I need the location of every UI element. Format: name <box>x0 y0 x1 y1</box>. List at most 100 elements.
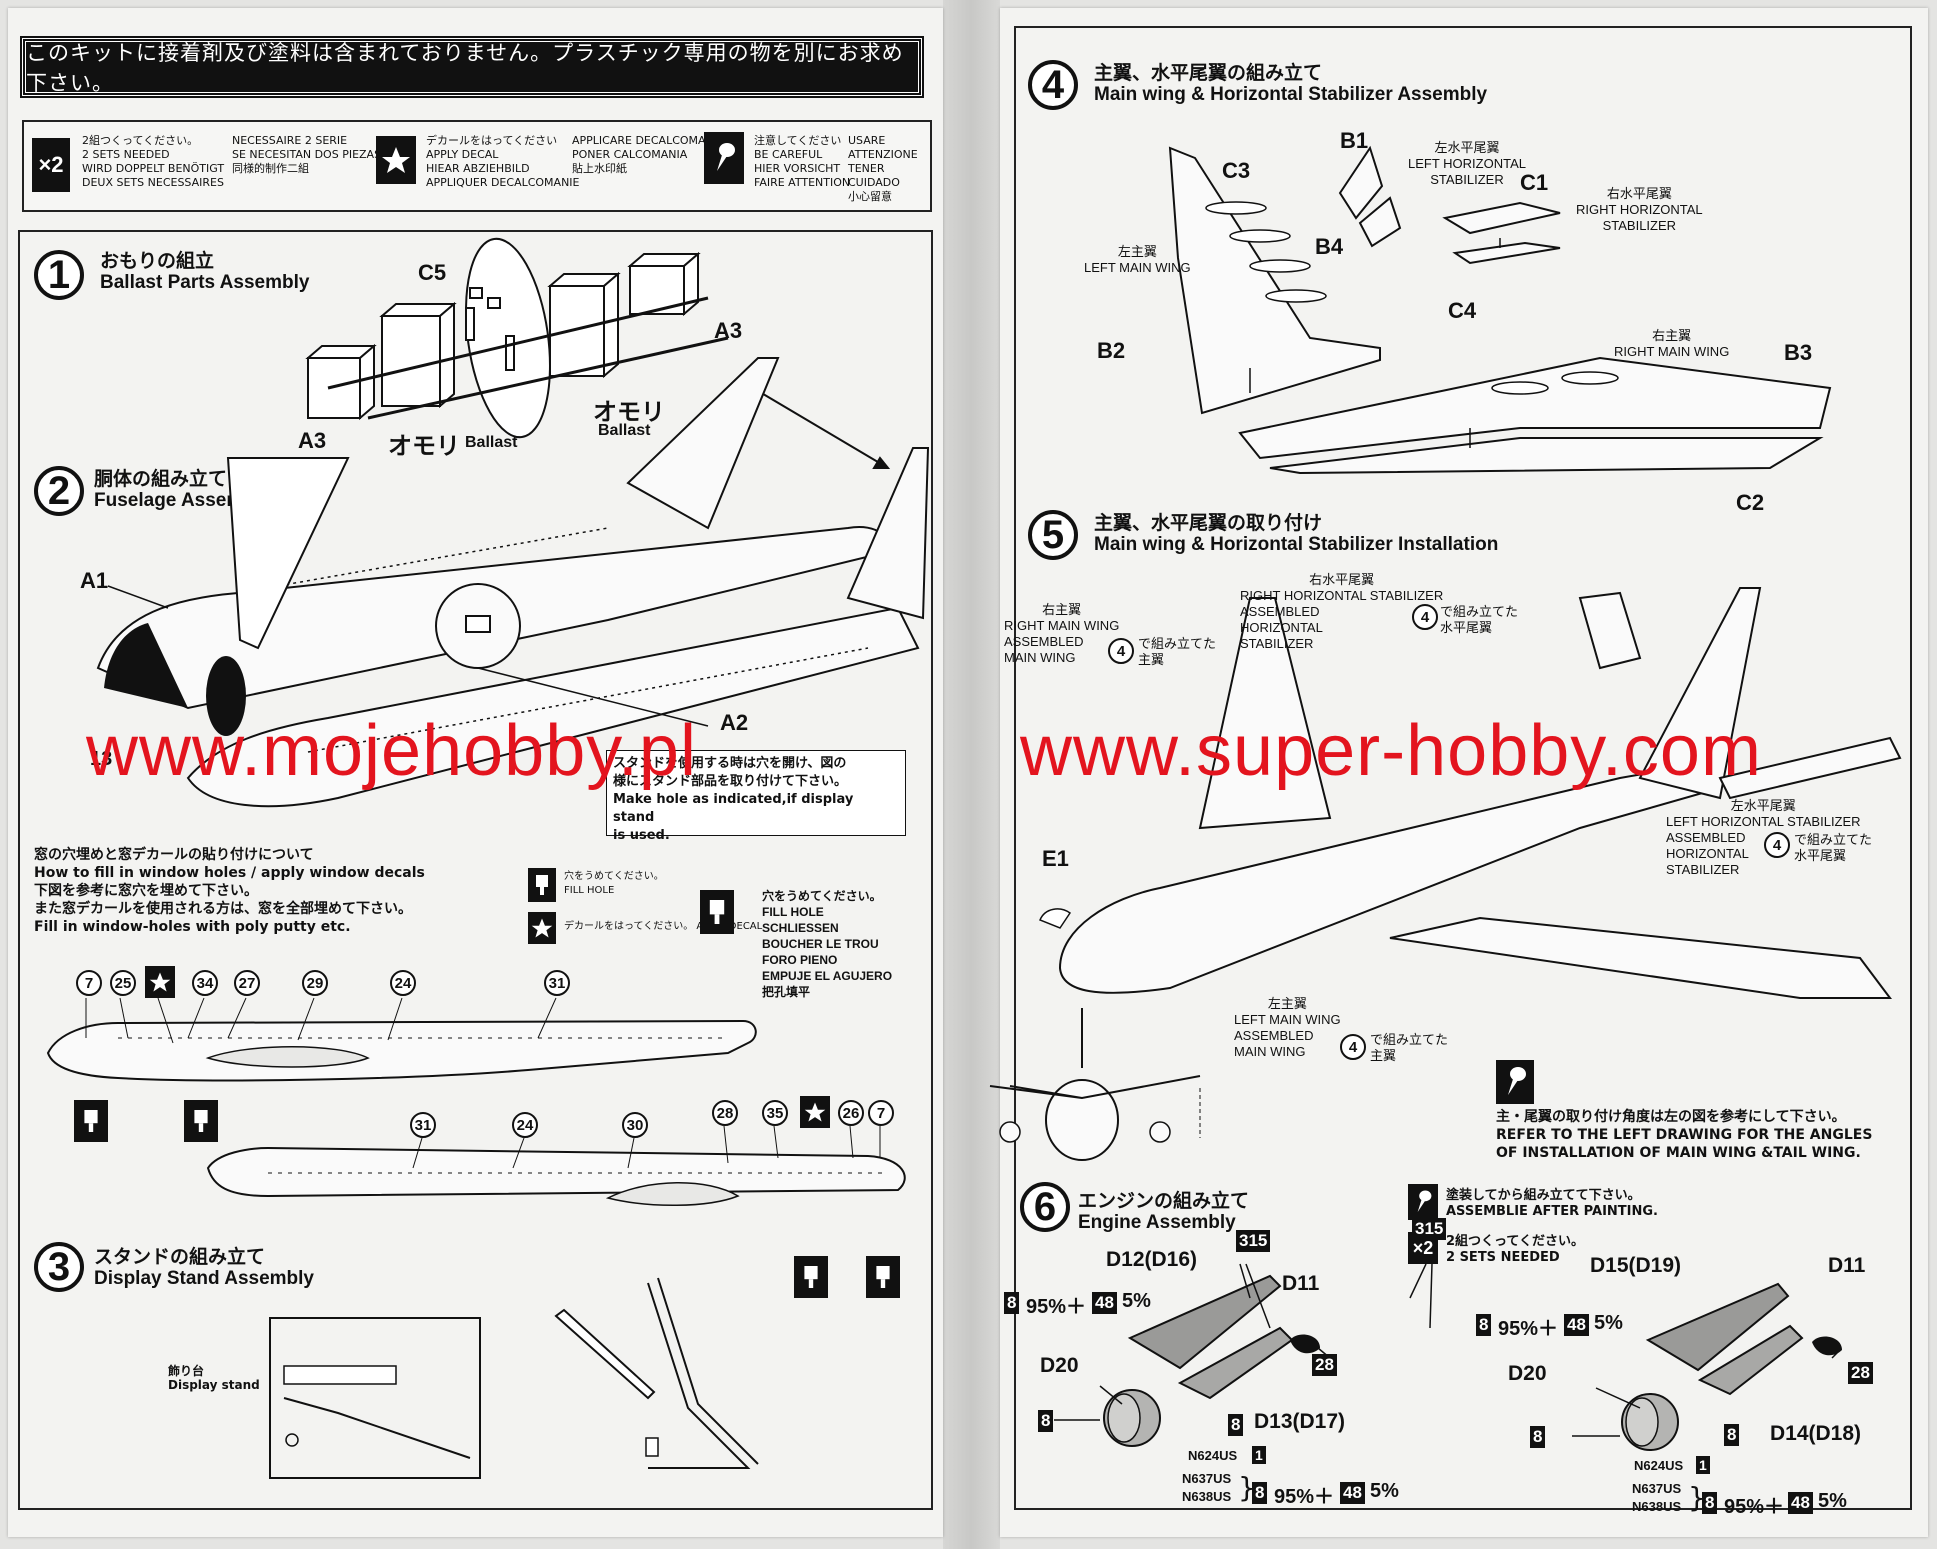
wing-installation-diagram <box>989 587 1902 1161</box>
part-label-d15: D15(D19) <box>1590 1254 1682 1277</box>
engine-paint-note: 塗装してから組み立てて下さい。ASSEMBLIE AFTER PAINTING. <box>1446 1188 1658 1219</box>
step-5-number: 5 <box>1028 510 1078 560</box>
mix-pct-a-3: 95%＋ <box>1498 1318 1559 1340</box>
part-label-c3: C3 <box>1222 158 1251 183</box>
paint-code-315-right: 315 <box>1412 1218 1447 1240</box>
decal-num-top-7: 31 <box>544 970 570 996</box>
step-5-title-en: Main wing & Horizontal Stabilizer Instal… <box>1094 534 1499 555</box>
part-label-a1: A1 <box>80 568 109 593</box>
brace-left: } <box>1238 1471 1256 1504</box>
fuselage-diagram <box>96 357 930 808</box>
part-label-b4: B4 <box>1315 234 1344 259</box>
part-label-c2: C2 <box>1736 490 1765 515</box>
step-1-number: 1 <box>34 250 84 300</box>
part-label-d13: D13(D17) <box>1254 1410 1346 1433</box>
paint-code-8-b: 8 <box>1252 1482 1268 1504</box>
install-right-main-jp: で組み立てた主翼 <box>1138 636 1217 667</box>
paint-code-8-left-intake: 8 <box>1038 1410 1054 1432</box>
fill-hole-icon <box>700 890 734 934</box>
decal-num-top-1: 7 <box>76 970 102 996</box>
fill-hole-icon <box>184 1100 218 1142</box>
stand-diagram <box>269 1277 759 1479</box>
mix-pct-a: 95%＋ <box>1026 1296 1087 1318</box>
paint-code-48-b: 48 <box>1340 1482 1365 1504</box>
step-2-title-jp: 胴体の組み立て <box>94 468 228 490</box>
brace-right: } <box>1688 1481 1706 1514</box>
wing-assembly-diagram <box>1168 145 1832 475</box>
part-label-b2: B2 <box>1097 338 1126 363</box>
caution-icon <box>704 132 744 184</box>
ballast-label-2-jp: オモリ <box>593 399 665 426</box>
instruction-page-left: このキットに接着剤及び塗料は含まれておりません。プラスチック専用の物を別にお求め… <box>8 8 943 1537</box>
part-label-d20-right: D20 <box>1508 1362 1547 1385</box>
window-fuselage-diagrams <box>46 997 906 1206</box>
decal-num-bottom-4: 28 <box>712 1100 738 1126</box>
fill-hole-icon <box>794 1256 828 1298</box>
decal-num-top-6: 24 <box>390 970 416 996</box>
step-3-title-en: Display Stand Assembly <box>94 1268 314 1289</box>
part-label-b1: B1 <box>1340 128 1369 153</box>
page-gutter <box>943 0 1000 1549</box>
step-3-title-jp: スタンドの組み立て <box>94 1246 266 1268</box>
decal-num-bottom-7: 7 <box>868 1100 894 1126</box>
step-4-ref-badge: 4 <box>1340 1034 1366 1060</box>
mix-pct-b: 5% <box>1122 1290 1151 1312</box>
install-left-main-jp: で組み立てた主翼 <box>1370 1032 1449 1063</box>
caution-icon <box>1496 1060 1534 1104</box>
caution-icon <box>1408 1184 1438 1220</box>
step-4-ref-badge: 4 <box>1108 638 1134 664</box>
mix-pct-b-4: 5% <box>1818 1490 1847 1512</box>
star-icon <box>528 912 556 944</box>
paint-code-28-left: 28 <box>1312 1354 1337 1376</box>
partial-part-number: 13 <box>90 748 113 770</box>
part-label-d11-right: D11 <box>1828 1254 1866 1277</box>
part-label-d11-left: D11 <box>1282 1272 1320 1295</box>
paint-code-8-a: 8 <box>1004 1292 1020 1314</box>
decal-num-bottom-3: 30 <box>622 1112 648 1138</box>
angle-reference-note: 主・尾翼の取り付け角度は左の図を参考にして下さい。REFER TO THE LE… <box>1496 1109 1873 1161</box>
step-4-ref-badge: 4 <box>1764 832 1790 858</box>
step-6-number: 6 <box>1020 1182 1070 1232</box>
paint-code-1-right: 1 <box>1696 1456 1710 1474</box>
part-label-d14: D14(D18) <box>1770 1422 1862 1445</box>
star-icon <box>376 136 416 184</box>
paint-code-8-left-exhaust: 8 <box>1228 1414 1244 1436</box>
paint-code-48-c: 48 <box>1564 1314 1589 1336</box>
right-steps-frame <box>1014 26 1912 1510</box>
step-4-number: 4 <box>1028 60 1078 110</box>
engine-sets-note: 2組つくってください。2 SETS NEEDED <box>1446 1234 1585 1265</box>
decal-num-bottom-5: 35 <box>762 1100 788 1126</box>
part-label-c1: C1 <box>1520 170 1549 195</box>
ballast-label-1-en: Ballast <box>465 434 518 451</box>
paint-code-48-d: 48 <box>1788 1492 1813 1514</box>
decal-num-top-5: 29 <box>302 970 328 996</box>
fill-hole-icon <box>74 1100 108 1142</box>
part-label-a2: A2 <box>720 710 749 735</box>
mix-pct-b-3: 5% <box>1594 1312 1623 1334</box>
symbol-legend: ×2 2組つくってください。2 SETS NEEDED WIRD DOPPELT… <box>22 120 932 212</box>
step-2-number: 2 <box>34 466 84 516</box>
decal-num-bottom-6: 26 <box>838 1100 864 1126</box>
instruction-page-right: 4 主翼、水平尾翼の組み立て Main wing & Horizontal St… <box>989 8 1928 1537</box>
part-label-d20-left: D20 <box>1040 1354 1079 1377</box>
part-label-d12: D12(D16) <box>1106 1248 1198 1271</box>
paint-code-28-right: 28 <box>1848 1362 1873 1384</box>
paint-code-8-d: 8 <box>1702 1492 1718 1514</box>
ballast-label-2-en: Ballast <box>598 422 651 439</box>
decal-num-top-3: 34 <box>192 970 218 996</box>
part-label-b3: B3 <box>1784 340 1813 365</box>
